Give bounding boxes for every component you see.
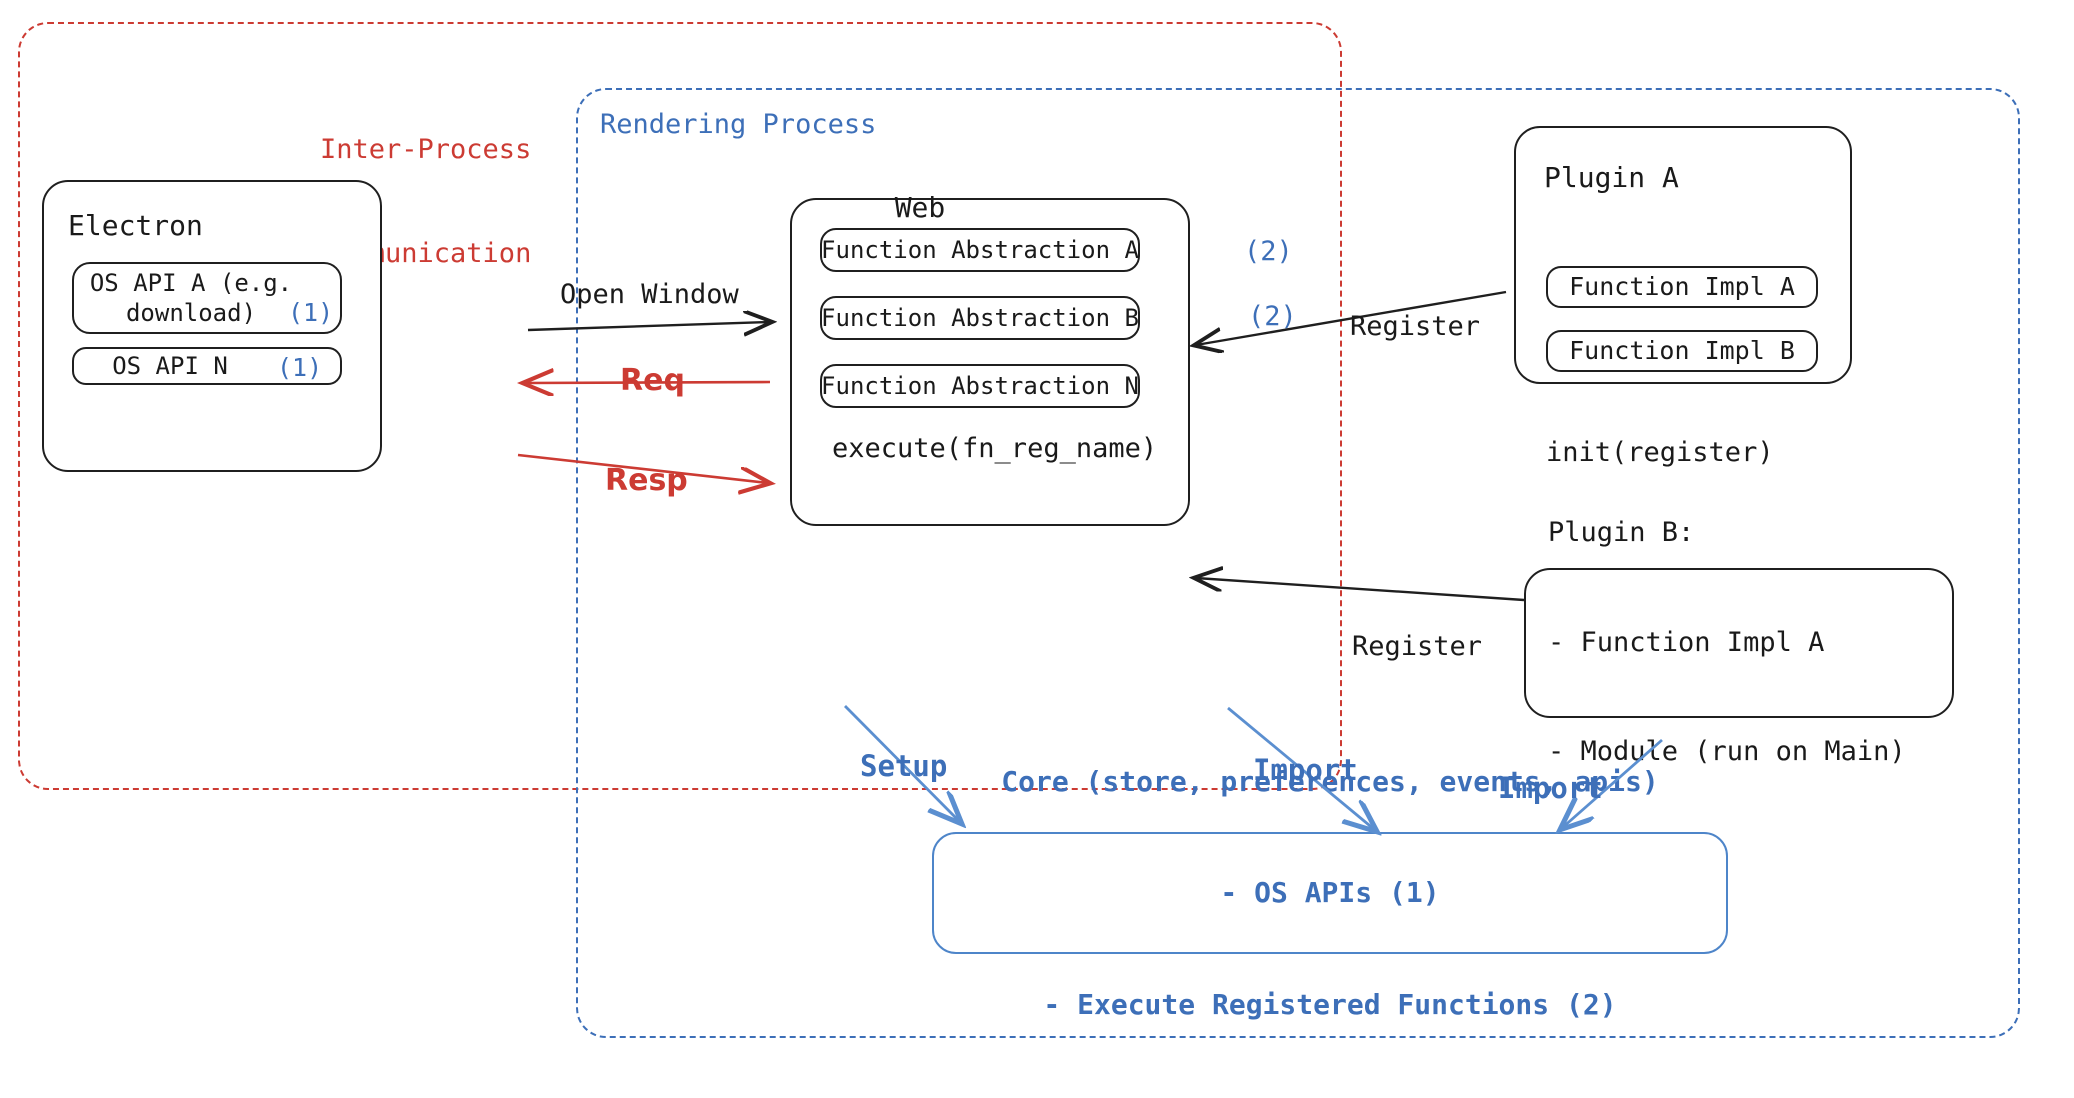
core-line-3: - Execute Registered Functions (2) xyxy=(1043,988,1617,1022)
electron-api-a-marker: (1) xyxy=(288,298,334,327)
edge-label-open-window: Open Window xyxy=(560,279,739,310)
electron-api-n-box xyxy=(72,347,342,385)
electron-api-a-label: OS API A (e.g. download) xyxy=(89,269,293,327)
edge-label-resp: Resp xyxy=(605,463,688,498)
function-abstraction-b-box xyxy=(820,296,1140,340)
web-execute-label: execute(fn_reg_name) xyxy=(832,433,1158,464)
ipc-region-label-line1: Inter-Process xyxy=(320,134,532,166)
electron-api-n-label: OS API N xyxy=(112,352,228,380)
plugin-a-function-impl-a-box xyxy=(1546,266,1818,308)
function-abstraction-a-label: Function Abstraction A xyxy=(821,236,1139,264)
region-rendering-process xyxy=(576,88,2020,1038)
function-abstraction-a-box xyxy=(820,228,1140,272)
region-inter-process-communication xyxy=(18,22,1342,790)
rendering-process-region-label: Rendering Process xyxy=(600,109,877,140)
core-line-2: - OS APIs (1) xyxy=(1220,876,1440,910)
plugin-b-title: Plugin B: xyxy=(1548,517,1695,549)
plugin-a-init-label: init(register) xyxy=(1546,437,1774,468)
function-abstraction-a-marker: (2) xyxy=(1244,236,1293,267)
function-abstraction-n-label: Function Abstraction N xyxy=(821,372,1139,400)
function-abstraction-n-box xyxy=(820,364,1140,408)
web-title: Web xyxy=(894,190,946,224)
edge-label-import-web: Import xyxy=(1253,753,1358,787)
plugin-b-box xyxy=(1524,568,1954,718)
edge-label-import-plugin-b: Import xyxy=(1498,771,1603,805)
electron-api-n-marker: (1) xyxy=(277,353,323,382)
function-abstraction-b-label: Function Abstraction B xyxy=(821,304,1139,332)
plugin-a-function-impl-a-label: Function Impl A xyxy=(1569,272,1795,302)
plugin-a-function-impl-b-box xyxy=(1546,330,1818,372)
core-box xyxy=(932,832,1728,954)
edge-label-register-plugin-b: Register xyxy=(1352,631,1483,662)
function-abstraction-b-marker: (2) xyxy=(1248,301,1297,332)
core-content: Core (store, preferences, events, apis) … xyxy=(932,765,1728,1021)
plugin-a-title: Plugin A xyxy=(1544,161,1679,194)
edge-label-req: Req xyxy=(620,363,685,398)
edge-label-register-plugin-a: Register xyxy=(1350,311,1481,342)
electron-api-a-box xyxy=(72,262,342,334)
electron-title: Electron xyxy=(68,209,203,242)
plugin-a-function-impl-b-label: Function Impl B xyxy=(1569,336,1795,366)
edge-label-setup: Setup xyxy=(860,749,948,783)
diagram-canvas: Inter-Process Communication Rendering Pr… xyxy=(18,22,2020,1038)
plugin-b-item-0: - Function Impl A xyxy=(1548,626,1825,658)
